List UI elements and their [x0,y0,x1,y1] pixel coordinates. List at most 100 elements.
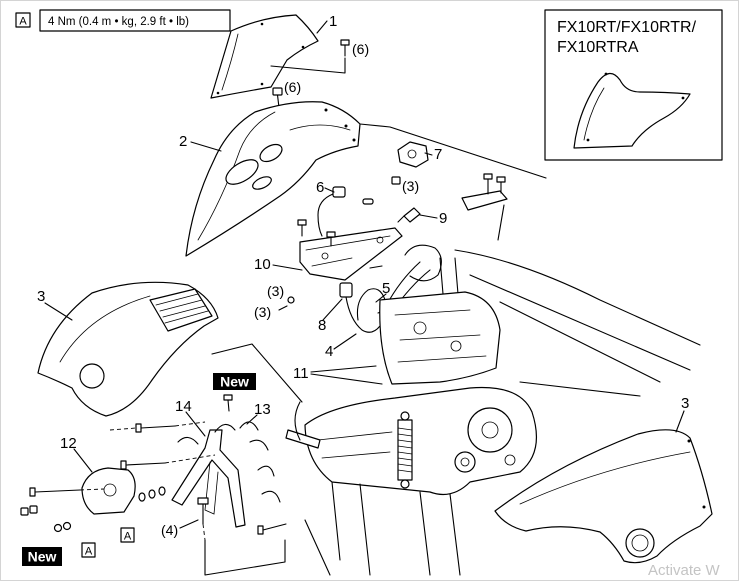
part-10-ribs [305,235,391,267]
new-tag-text: New [220,374,249,390]
frame-rail [499,301,661,383]
bolt-head [135,423,142,433]
part-6-body [332,186,346,198]
right-cover-boss [625,528,655,558]
bolt-4-head [197,497,209,505]
leader-14 [185,411,206,437]
screw-3 [278,305,288,311]
windshield-edge [221,33,239,91]
callout-5: 5 [382,280,390,297]
right-cover-hole [702,505,706,509]
torque-ref-text: A [124,531,132,543]
torque-marker-box [15,12,31,28]
leader-10 [272,264,303,271]
qty-bolt-windshield: (6) [352,41,369,57]
steering-loop [404,244,442,282]
left-cover-edge [59,295,151,363]
torque-spec: 4 Nm (0.4 m • kg, 2.9 ft • lb) [48,16,189,28]
frame-rail [454,249,701,346]
inset-windshield [573,72,691,149]
callout-14: 14 [175,398,192,415]
shock-eye [400,479,410,489]
bolt-head [257,525,264,535]
new-tag-lower: New [22,547,62,566]
windshield-hole [260,82,264,86]
part-9-bolt [397,207,421,223]
leader-6 [324,187,335,193]
quantity-labels: (6) (6) (3) (3) (3) (4) [161,41,419,538]
leader-2 [190,141,222,152]
torque-ref-mount: A [81,542,96,558]
bracket-bolt-head [483,173,493,180]
right-cover-boss-inner [631,534,649,552]
part-7-hole [407,149,417,159]
torque-ref-box [120,527,135,543]
bracket-plate [461,190,508,211]
clip-13 [249,439,269,451]
part-6-wire [317,193,334,237]
new-tag-bg [22,547,62,566]
inset-models-line1: FX10RT/FX10RTR/ [557,19,697,36]
bolt-axis [202,523,206,541]
left-cover-grille [149,288,213,332]
inset-mount-hole [586,138,590,142]
part-9-head [403,207,421,223]
side-cover-right [494,429,713,564]
cowling-hole [352,138,356,142]
callout-7: 7 [434,146,442,163]
clutch-cover [467,407,513,453]
engine-port [413,321,427,335]
windshield-hole [260,22,264,26]
cowling-outline [185,101,361,257]
guide-line [359,123,547,179]
grille-slats [155,293,209,324]
nut-body [272,87,283,96]
callout-numbers: 1 2 3 3 4 5 6 7 8 9 10 11 12 13 14 [37,13,689,452]
right-cover-hole [687,439,691,443]
washer-3 [287,296,295,304]
front-cowling [185,101,361,257]
callout-2: 2 [179,133,187,150]
bolt-axis [109,427,137,431]
inset-models-line2: FX10RTRA [557,39,639,56]
windshield-bolt [270,39,350,74]
part-9-shank [397,215,405,223]
leader-3-right [675,410,685,433]
bolt-head [29,487,36,497]
bolt-guide-line [270,57,346,74]
engine-frame-assembly [285,244,701,576]
nut-3 [391,176,401,185]
engine-fins [394,309,487,363]
part-14-body [171,429,246,528]
casing-bolt [504,454,516,466]
leader-12 [73,448,93,473]
nut [20,507,29,516]
bolt-head [120,460,127,470]
new-bolt-head [223,394,233,401]
bolt-axis [164,454,216,464]
bracket-bolt-head [496,176,506,183]
leader-4 [333,333,357,350]
part-10-hole [376,236,384,244]
callout-10: 10 [254,256,271,273]
inset-windshield-edge [583,87,605,141]
windshield-hole [301,45,305,49]
part-7-body [397,141,429,168]
part-10-hole [321,252,329,260]
callout-11: 11 [293,365,309,382]
engine-upper [379,291,501,385]
part-6-connector [317,176,401,237]
fasteners [20,394,287,541]
callout-12: 12 [60,435,77,452]
part-12-hole [103,483,117,497]
nut [29,505,38,514]
torque-ref-box [81,542,96,558]
new-tag-text: New [28,549,57,565]
right-cover-outline [494,429,713,564]
grommet [362,198,374,205]
clip-13 [257,465,275,477]
new-tag-bg [213,373,256,390]
collar [148,489,156,499]
part-10-screw-head [326,231,336,238]
